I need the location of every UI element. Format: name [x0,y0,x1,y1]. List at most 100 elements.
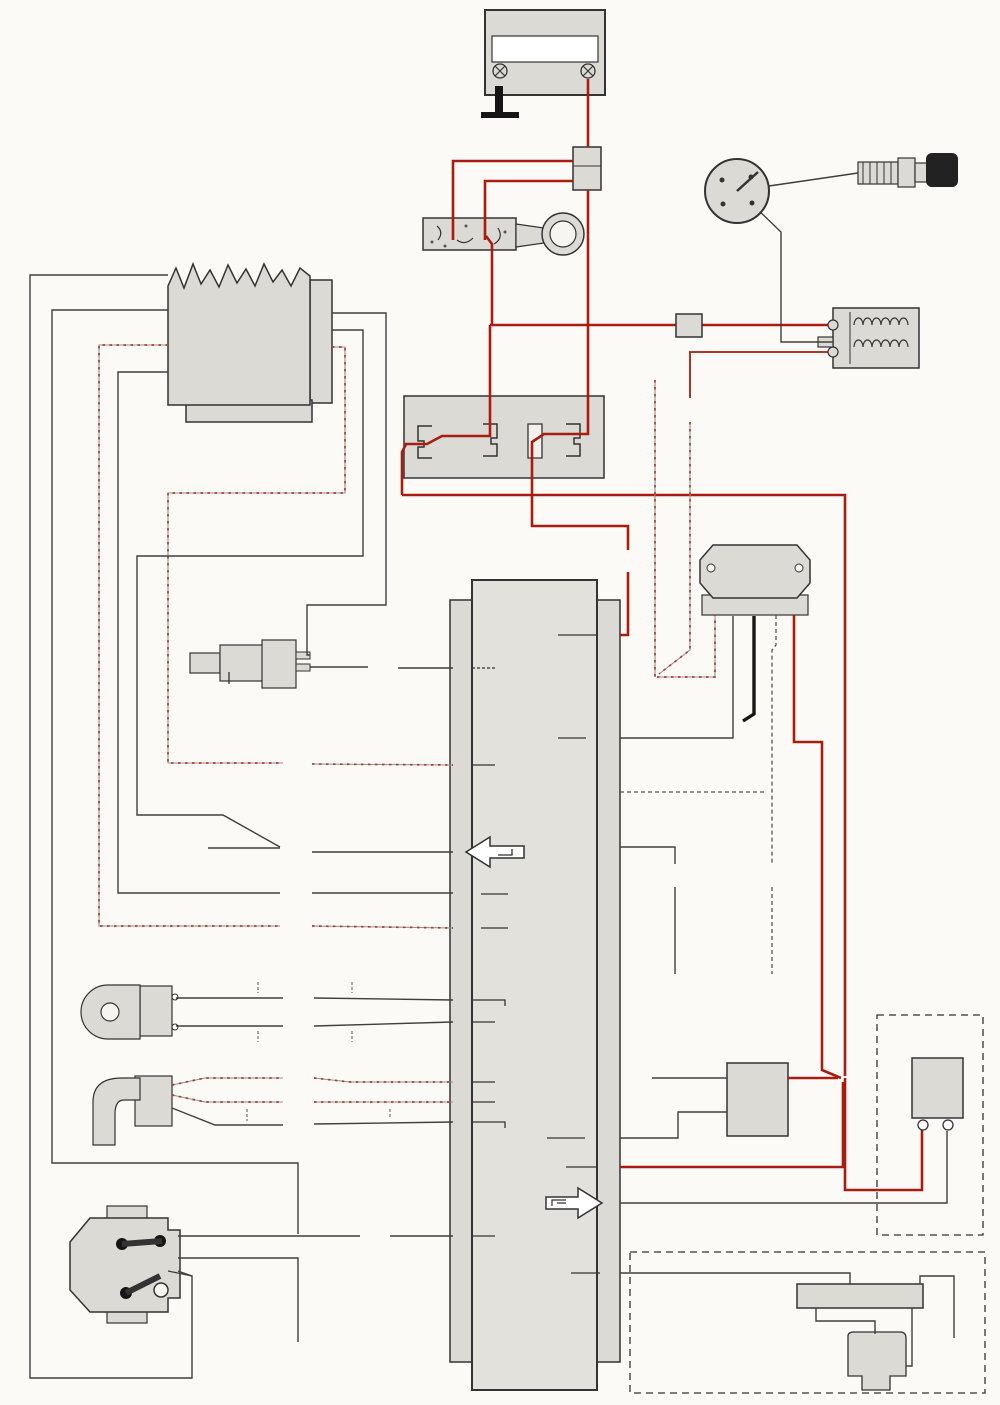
sensor-7-24-pin2 [171,993,179,1001]
switch-contact-bar-bottom [124,1273,162,1296]
wire-sb-to-pin11 [313,1121,454,1125]
wire-r-fuse-to-switch-30a [451,159,573,240]
wire-y-to-pin8 [311,763,454,766]
resistor-bar-body [796,1283,924,1309]
coil-terminal-15 [827,319,839,331]
wire-bl-splice-to-egr2 [843,1078,924,1192]
wire-grr-left [117,371,280,894]
wire-or-left [51,309,299,1234]
wire-gr-pin16 [620,616,734,739]
wire-rw-splice-to-powerstage1 [657,615,716,678]
switch-dot [430,240,434,244]
ignition-switch-contacts [436,225,501,245]
connector-rail-11-body [403,395,605,479]
ignition-switch-3-1-body [422,217,517,251]
distributor-dot [719,177,725,183]
power-stage-4-15-body [699,544,811,599]
fusebox-15-1-body [572,146,602,191]
wire-distributor-to-coil [753,205,833,343]
wire-r-to-pin10 [313,1077,453,1083]
wire-distributor-to-plug [768,172,859,187]
sensor-7-16-tip [189,652,221,674]
sensor-7-37-body [847,1331,907,1391]
ecu-pin12-ground-line [472,999,506,1006]
key-cylinder-inner [549,220,577,248]
power-stage-hole [706,563,716,573]
switch-dot [464,224,468,228]
spark-plug-thread-lines [862,162,892,184]
wire-sb-7-25 [171,1107,283,1126]
switch-contact-bar-top [121,1238,163,1247]
conv-egr-8-17-body [911,1057,964,1119]
b230fd-dashed-box-bottom [629,1251,986,1394]
wire-yr-to-pin1 [620,1111,727,1139]
distributor-rotor-pointer [736,171,759,192]
ecu-4-10-left-rail [449,599,473,1363]
connector-17-11a-body [726,1062,789,1137]
wire-bn-pin20 [620,846,676,864]
wire-y-left [167,346,346,764]
wire-gnr-pin15 [620,1131,948,1204]
battery-ground-bar [481,112,519,118]
clip-11-2 [566,423,581,457]
wire-sb-to-pin12 [313,997,454,1001]
sensor-7-16-body [261,639,297,689]
wire-r-to-pin10 [313,1077,453,1083]
wire-ysb-pin22 [620,1272,851,1284]
wire-7-25-b [171,1094,283,1103]
switch-dot [443,244,447,248]
wire-sb-powerstage2-down [771,615,777,864]
coil-winding-bottom [853,339,909,348]
coil-winding-top [853,317,909,326]
terminal-cross [494,65,506,77]
wire-blr-15r-down [484,235,494,325]
ecu-4-10-right-rail [596,599,621,1363]
wire-7-25-a [171,1077,283,1086]
wire-gn-to-pin13 [313,1021,454,1027]
wire-gr-thick [742,616,756,723]
sensor-7-24-hole [100,1002,120,1022]
wire-rw-splice-to-powerstage1 [657,615,716,678]
sensor-7-16-mid [219,644,265,682]
conv-egr-pin2 [917,1119,929,1131]
wire-sb-bar1 [815,1308,876,1334]
wire-blr-to-rail [400,325,492,495]
ecu-4-23-right-strip [309,279,333,404]
sensor-7-25-connector [134,1075,173,1127]
distributor-dot [720,201,726,207]
wire-rw-coil1-to-c132 [689,351,833,398]
big-arrow-pin15 [545,1186,604,1220]
wire-bnw [136,329,364,848]
wire-bn-rail-to-c2 [530,428,630,550]
switch-dot [503,230,507,234]
switch-contact-ring [153,1282,169,1298]
wire-ygr-left [98,344,280,927]
wire-sb-bar2 [906,1308,913,1367]
sensor-7-24-connector [139,985,173,1037]
spark-plug-hex [897,157,916,188]
wire-bl-main [402,493,847,1076]
wire-7-25-a [171,1077,283,1086]
ecu-4-23-body [167,261,311,406]
power-stage-hole [794,563,804,573]
coil-terminal-1 [827,346,839,358]
sensor-7-25-body [92,1077,141,1146]
wire-bn-c2-to-pin5 [620,572,630,637]
ecu-4-10-body [471,579,598,1391]
spark-plug-thread [857,161,899,185]
wire-ygr-left [98,344,280,927]
spark-plug-cap [926,153,958,187]
clip-11-12 [483,423,498,457]
wire-rw-c132-to-splice [658,422,691,675]
ignition-switch-nose [515,223,545,248]
conv-egr-pin1 [942,1119,954,1131]
wire-7-25-b [171,1094,283,1103]
sensor-7-24-pin1 [171,1023,179,1031]
wire-sb-switch-ground [178,1257,299,1342]
wire-r-fuse-to-switch-30b [483,179,573,240]
wire-3-50-pin3-stub [177,1270,193,1277]
big-arrow-pin3 [464,835,525,869]
wire-bn-to-31-33 [919,1275,955,1338]
